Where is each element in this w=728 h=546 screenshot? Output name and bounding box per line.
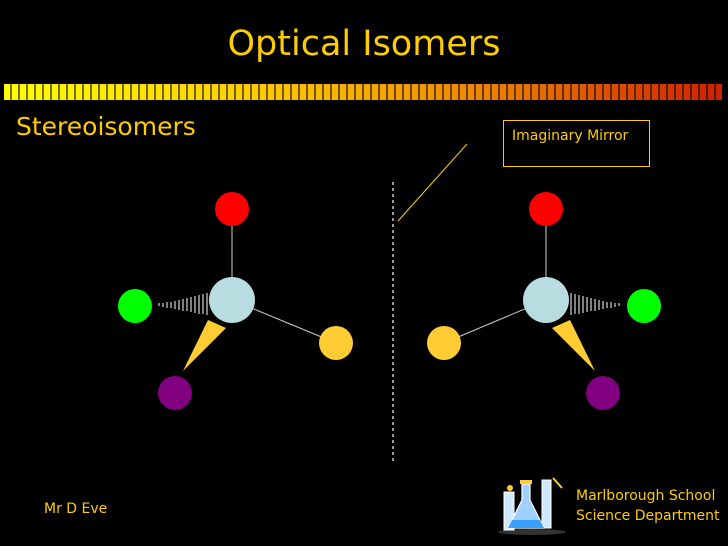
slide-subtitle: Stereoisomers: [16, 112, 196, 141]
department-name: Science Department: [576, 508, 720, 524]
school-name: Marlborough School: [576, 488, 716, 504]
left-green-atom: [118, 289, 152, 323]
left-molecule: [118, 192, 353, 410]
school-credit: Marlborough School Science Department: [576, 486, 719, 526]
right-hashed-bond: [570, 293, 620, 315]
chemistry-flask-icon: [498, 477, 566, 535]
author-label: Mr D Eve: [44, 501, 108, 517]
right-molecule: [427, 192, 661, 410]
right-purple-atom: [586, 376, 620, 410]
left-red-atom: [215, 192, 249, 226]
slide-title: Optical Isomers: [227, 24, 501, 64]
left-yellow-atom: [319, 326, 353, 360]
left-purple-atom: [158, 376, 192, 410]
right-yellow-atom: [427, 326, 461, 360]
underline-hatch: [4, 84, 722, 100]
right-red-atom: [529, 192, 563, 226]
right-green-atom: [627, 289, 661, 323]
left-center-atom: [209, 277, 255, 323]
mirror-callout: Imaginary Mirror: [503, 120, 650, 167]
left-wedge-bond: [183, 320, 226, 371]
mirror-pointer-line: [397, 143, 468, 222]
title-underline-bar: [4, 84, 722, 100]
right-wedge-bond: [552, 320, 595, 371]
right-center-atom: [523, 277, 569, 323]
left-hashed-bond: [158, 293, 208, 315]
